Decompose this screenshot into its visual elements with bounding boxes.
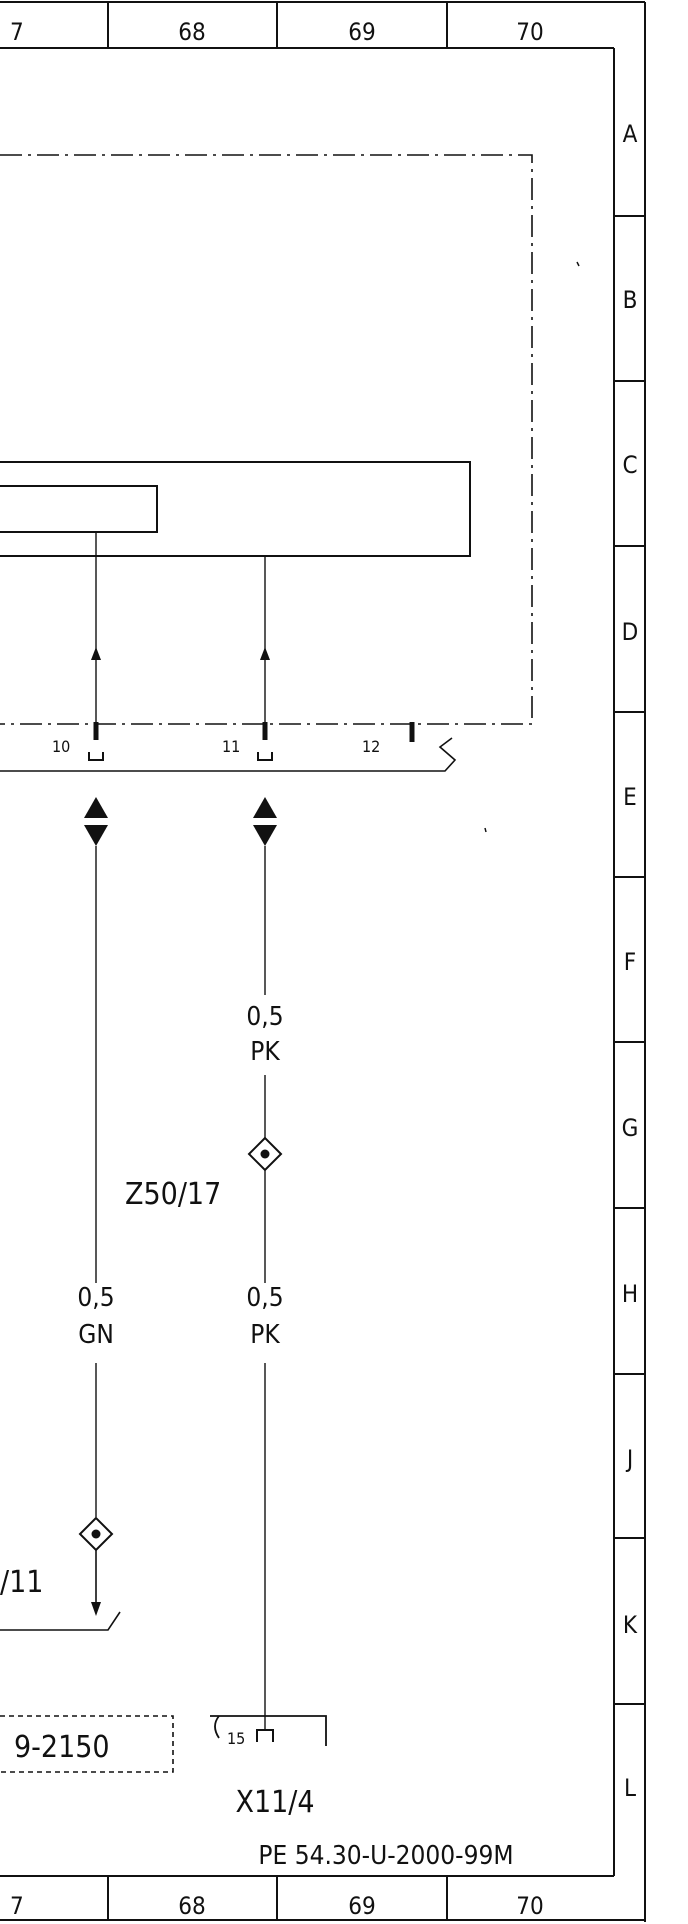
- arrow-down-icon: [91, 1602, 101, 1616]
- connector-name-label: X11/4: [235, 1785, 314, 1820]
- pin-11-label: 11: [222, 737, 240, 756]
- pin-12-label: 12: [362, 737, 380, 756]
- wire-gn-color-label: GN: [78, 1320, 114, 1350]
- row-label-e: E: [623, 783, 637, 811]
- branch-line: [0, 1611, 121, 1631]
- footer-col-69: 69: [348, 1892, 375, 1920]
- splice-z50-17-label: Z50/17: [125, 1177, 221, 1212]
- header-col-68: 68: [178, 18, 205, 46]
- row-label-b: B: [623, 286, 638, 314]
- footer-col-68: 68: [178, 1892, 205, 1920]
- row-label-j: J: [625, 1445, 633, 1473]
- row-label-k: K: [623, 1611, 638, 1639]
- pin-terminal-icon: [257, 752, 273, 761]
- header-col-69: 69: [348, 18, 375, 46]
- wire-pk-lower-color-label: PK: [250, 1320, 280, 1350]
- wire-pk-size-label: 0,5: [246, 1002, 283, 1032]
- wire-gn: [0, 532, 121, 1631]
- row-label-a: A: [623, 120, 638, 148]
- row-label-l: L: [624, 1774, 636, 1802]
- pin-terminal-icon: [256, 1729, 274, 1742]
- header-col-70: 70: [516, 18, 543, 46]
- row-label-c: C: [622, 451, 637, 479]
- control-unit-inner-box: [0, 485, 158, 533]
- scan-mark: [484, 827, 487, 833]
- pin-terminal-icon: [88, 752, 104, 761]
- document-reference: PE 54.30-U-2000-99M: [258, 1841, 513, 1871]
- connector-bracket-icon: [214, 1715, 220, 1739]
- header-col-7: 7: [10, 18, 24, 46]
- arrow-up-icon: [91, 647, 101, 660]
- wire-pk: [247, 556, 283, 1730]
- wire-gn-size-label: 0,5: [77, 1283, 114, 1313]
- arrow-down-icon: [253, 825, 277, 846]
- pin-10-label: 10: [52, 737, 70, 756]
- row-label-g: G: [622, 1114, 639, 1142]
- arrow-up-icon: [84, 797, 108, 818]
- wire-pk-color-label: PK: [250, 1037, 280, 1067]
- scan-mark: [576, 261, 580, 267]
- row-label-d: D: [622, 618, 639, 646]
- reference-box: [0, 1715, 174, 1773]
- arrow-down-icon: [84, 825, 108, 846]
- wire-pk-lower-size-label: 0,5: [246, 1283, 283, 1313]
- footer-col-70: 70: [516, 1892, 543, 1920]
- connector-x11-4: [210, 1715, 327, 1746]
- connector-line: [0, 737, 457, 772]
- splice-partial-label: /11: [0, 1565, 43, 1600]
- arrow-up-icon: [253, 797, 277, 818]
- module-boundary: [0, 154, 533, 725]
- arrow-up-icon: [260, 647, 270, 660]
- footer-col-7: 7: [10, 1892, 24, 1920]
- connector-pin-label: 15: [227, 1729, 245, 1748]
- reference-box-label: 9-2150: [14, 1730, 110, 1765]
- frame: [0, 1, 646, 1922]
- control-unit-box: [0, 461, 471, 557]
- row-label-f: F: [624, 948, 636, 976]
- row-label-h: H: [622, 1280, 638, 1308]
